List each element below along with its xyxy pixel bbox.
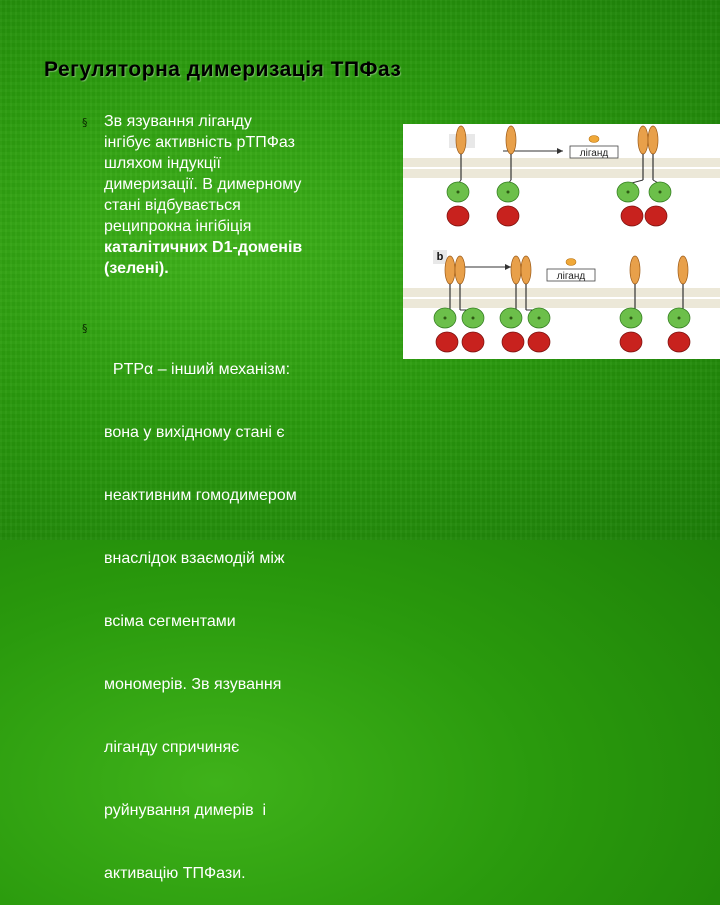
bullet-2-line: вона у вихідному стані є [104, 424, 285, 441]
bullet-2-line: всіма сегментами [104, 613, 236, 630]
d2-domain [501, 331, 525, 353]
extracellular-domain [647, 125, 659, 155]
extracellular-domain [505, 125, 517, 155]
active-site-dot [471, 316, 475, 320]
membrane-a-bottom [403, 169, 720, 178]
bullet-2-line: руйнування димерів і [104, 802, 267, 819]
bullet-2-line: ліганду спричиняє [104, 739, 240, 756]
active-site-dot [626, 190, 630, 194]
bullet-1: Зв язування ліганду інгібує активність р… [104, 111, 302, 279]
membrane-b-bottom [403, 299, 720, 308]
membrane-b-top [403, 288, 720, 297]
d2-domain [496, 205, 520, 227]
d2-domain [644, 205, 668, 227]
bullet-1-line: стані відбувається [104, 197, 241, 214]
ligand-icon [588, 135, 600, 143]
d2-domain [619, 331, 643, 353]
slide-title: Регуляторна димеризація ТПФаз [44, 58, 402, 81]
extracellular-domain [677, 255, 689, 285]
active-site-dot [629, 316, 633, 320]
bullet-1-line: інгібує активність рТПФаз [104, 134, 295, 151]
extracellular-domain [454, 255, 466, 285]
extracellular-domain [637, 125, 649, 155]
bullet-2-line: внаслідок взаємодій між [104, 550, 285, 567]
panel-b-label-box [433, 250, 447, 264]
bullet-1-line: шляхом індукції [104, 155, 221, 172]
ligand-label-box-b [546, 268, 596, 282]
extracellular-domain [455, 125, 467, 155]
bullet-1-line: Зв язування ліганду [104, 113, 252, 130]
membrane-a-top [403, 158, 720, 167]
active-site-dot [537, 316, 541, 320]
bullet-2-line: активацію ТПФази. [104, 865, 246, 882]
ligand-label-a: ліганд [580, 148, 609, 159]
bullet-2-line: неактивним гомодимером [104, 487, 297, 504]
dimerization-diagram: a b ліганд ліганд [403, 125, 720, 353]
active-site-dot [443, 316, 447, 320]
arrow-head-icon [557, 148, 563, 154]
d2-domain [446, 205, 470, 227]
d2-domain [620, 205, 644, 227]
d2-domain [435, 331, 459, 353]
arrow-head-icon [505, 264, 511, 270]
ligand-label-box-a [569, 145, 619, 159]
d2-domain [461, 331, 485, 353]
bullet-1-line: димеризації. В димерному [104, 176, 302, 193]
active-site-dot [658, 190, 662, 194]
bullet-2: PTPα – інший механізм: вона у вихідному … [104, 317, 297, 905]
d2-domain [527, 331, 551, 353]
bullet-1-bold-line: (зелені). [104, 260, 169, 277]
active-site-dot [509, 316, 513, 320]
active-site-dot [456, 190, 460, 194]
extracellular-domain [444, 255, 456, 285]
extracellular-domain [520, 255, 532, 285]
ligand-icon [565, 258, 577, 266]
dimerization-figure: a b ліганд ліганд [403, 124, 720, 359]
bullet-marker-2: § [82, 322, 88, 335]
bullet-marker-1: § [82, 116, 88, 129]
active-site-dot [506, 190, 510, 194]
extracellular-domain [629, 255, 641, 285]
ligand-label-b: ліганд [557, 271, 586, 282]
bullet-1-bold-line: каталітичних D1-доменів [104, 239, 303, 256]
bullet-1-line: реципрокна інгібіція [104, 218, 252, 235]
bullet-2-line: PTPα – інший механізм: [104, 361, 291, 378]
d2-domain [667, 331, 691, 353]
active-site-dot [677, 316, 681, 320]
extracellular-domain [510, 255, 522, 285]
panel-b-label: b [437, 251, 444, 263]
bullet-2-line: мономерів. Зв язування [104, 676, 282, 693]
